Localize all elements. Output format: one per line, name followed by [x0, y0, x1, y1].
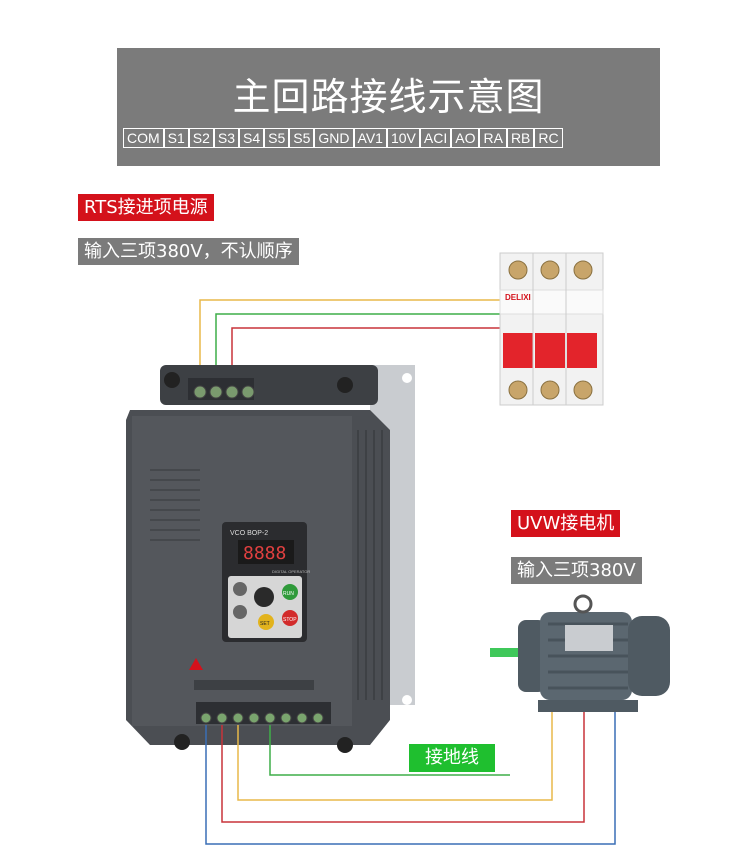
terminal-label: AO	[451, 128, 480, 148]
run-button-label: RUN	[283, 591, 294, 597]
wire-yellow-output	[237, 708, 553, 801]
electric-motor	[490, 594, 670, 712]
set-button-label: SET	[260, 621, 270, 627]
wire-blue-output	[205, 708, 616, 845]
terminal-label: RA	[479, 128, 507, 148]
led-display: 8888	[243, 543, 286, 564]
input-power-note: 输入三项380V，不认顺序	[78, 238, 299, 265]
breaker-brand: DELIXI	[505, 293, 531, 302]
terminal-label: S2	[188, 128, 214, 148]
terminal-label: AV1	[353, 128, 387, 148]
terminal-label: RB	[506, 128, 535, 148]
terminal-label: S5	[289, 128, 315, 148]
terminal-label: S5	[264, 128, 290, 148]
terminal-label: GND	[314, 128, 354, 148]
terminal-label: S3	[213, 128, 240, 148]
operator-sublabel: DIGITAL OPERATOR	[272, 569, 310, 574]
wire-ground	[269, 725, 510, 776]
motor-note: 输入三项380V	[511, 557, 642, 584]
circuit-breaker: DELIXI	[499, 252, 604, 406]
page-title: 主回路接线示意图	[232, 75, 545, 119]
terminal-label: S4	[239, 128, 265, 148]
stop-button-label: STOP	[283, 617, 297, 623]
panel-label: VCO BOP-2	[230, 530, 268, 537]
input-power-badge: RTS接进项电源	[78, 194, 214, 221]
terminal-label: COM	[123, 128, 164, 148]
motor-badge: UVW接电机	[511, 510, 621, 537]
ground-wire-label: 接地线	[409, 744, 495, 772]
inverter-unit: VCO BOP-2 8888 DIGITAL OPERATOR RUN SET …	[126, 365, 415, 753]
terminal-label: 10V	[386, 128, 420, 148]
wire-red-output	[221, 708, 585, 823]
terminal-label: RC	[534, 128, 563, 148]
output-wires	[205, 708, 616, 845]
terminal-label: ACI	[419, 128, 452, 148]
terminal-label: S1	[163, 128, 189, 148]
